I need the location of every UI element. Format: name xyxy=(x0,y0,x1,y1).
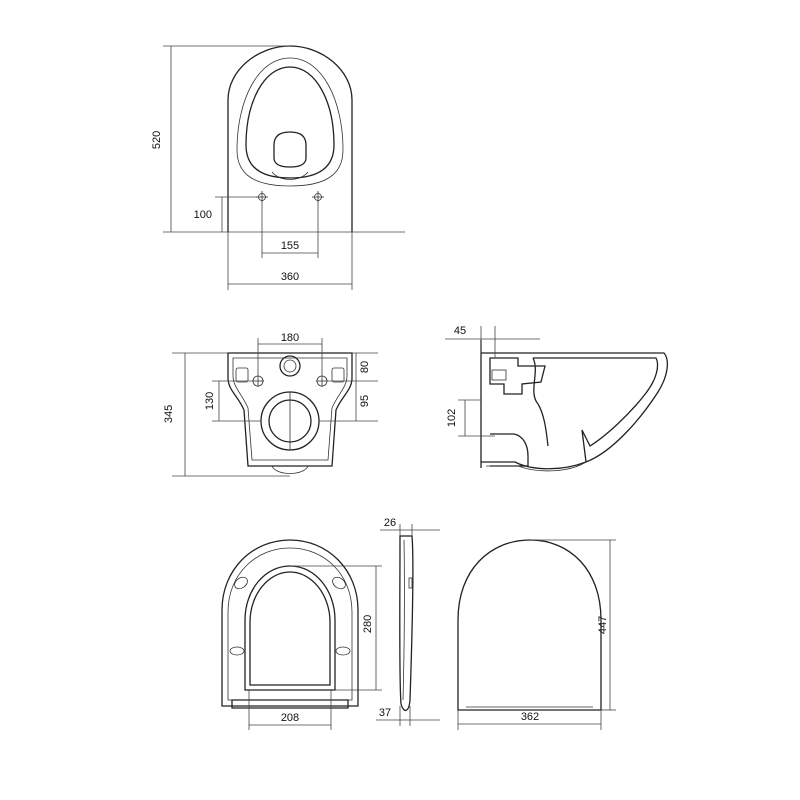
rear-foot xyxy=(271,465,309,474)
bowl-inner xyxy=(245,66,335,179)
label-top-offset: 100 xyxy=(194,209,212,221)
label-lid-length: 447 xyxy=(597,616,609,634)
side-outline xyxy=(481,352,669,470)
seat-profile-outline xyxy=(399,535,414,711)
rear-outline xyxy=(227,352,353,467)
dim-top-offset: 100 xyxy=(194,196,262,232)
label-rear-holes-height: 130 xyxy=(204,392,216,410)
label-lid-width: 362 xyxy=(521,711,539,723)
lid-outline xyxy=(457,539,602,711)
dim-seat-inner-length: 280 xyxy=(290,565,382,691)
dim-seat-hinge-width: 208 xyxy=(248,690,332,730)
inlet-outer xyxy=(279,355,301,377)
seat-hinge-bar xyxy=(231,699,349,709)
label-top-height: 520 xyxy=(151,131,163,149)
side-outlet xyxy=(490,433,529,467)
bowl-rim xyxy=(236,57,344,187)
seat-bumper-bottom-right xyxy=(335,646,351,656)
dim-seat-edge: 37 xyxy=(376,706,440,726)
seat-bumper-top-right xyxy=(332,576,346,590)
seat-rim xyxy=(227,547,353,701)
seat-opening-outer xyxy=(244,565,336,691)
rear-view: 180 345 130 80 95 xyxy=(163,332,378,477)
label-top-width: 360 xyxy=(281,271,299,283)
side-view: 45 102 xyxy=(445,325,669,472)
top-view: 520 100 155 360 xyxy=(151,45,405,290)
label-seat-hinge-width: 208 xyxy=(281,712,299,724)
label-rear-top-offset: 80 xyxy=(359,361,371,373)
label-seat-inner-length: 280 xyxy=(362,615,374,633)
dim-lid-width: 362 xyxy=(457,710,602,730)
label-side-offset: 45 xyxy=(454,325,466,337)
dim-side-offset: 45 xyxy=(445,325,540,358)
side-inlet-pipe xyxy=(491,369,507,381)
side-bowl-inner xyxy=(533,357,659,463)
seat-outline xyxy=(221,539,359,707)
bowl-front-lip xyxy=(271,171,309,180)
dim-top-height: 520 xyxy=(151,45,290,232)
seat-bumper-bottom-left xyxy=(229,646,245,656)
seat-profile-hinge xyxy=(408,577,413,589)
dim-side-outlet-height: 102 xyxy=(446,399,495,437)
label-top-hole-spacing: 155 xyxy=(281,240,299,252)
side-trap xyxy=(532,357,549,447)
dim-top-width: 360 xyxy=(227,232,353,290)
rear-hole-left xyxy=(235,367,264,387)
dim-seat-thickness: 26 xyxy=(380,517,440,536)
label-seat-edge: 37 xyxy=(379,707,391,719)
label-seat-thickness: 26 xyxy=(384,517,396,529)
seat-profile: 26 37 xyxy=(376,517,440,726)
side-base xyxy=(486,461,587,472)
label-rear-bottom-offset: 95 xyxy=(359,395,371,407)
label-side-outlet-height: 102 xyxy=(446,409,458,427)
dim-rear-holes-height: 130 xyxy=(204,380,261,422)
dim-top-hole-spacing: 155 xyxy=(261,203,319,258)
label-rear-hole-spacing: 180 xyxy=(281,332,299,344)
dim-rear-bottom-offset: 95 xyxy=(319,381,378,422)
lid-view: 447 362 xyxy=(457,539,616,730)
dim-rear-height: 345 xyxy=(163,352,290,477)
seat-view: 280 208 xyxy=(221,539,382,730)
bowl-drain xyxy=(273,131,307,168)
seat-bumper-top-left xyxy=(234,576,248,590)
dim-rear-top-offset: 80 xyxy=(328,352,378,382)
seat-profile-inner xyxy=(402,539,405,701)
dim-rear-hole-spacing: 180 xyxy=(257,332,323,375)
side-inlet xyxy=(489,357,546,395)
dim-lid-length: 447 xyxy=(530,539,616,711)
rear-hole-right xyxy=(316,367,345,387)
fixing-hole-right xyxy=(312,191,324,203)
seat-opening-inner xyxy=(249,571,331,686)
label-rear-height: 345 xyxy=(163,405,175,423)
inlet-inner xyxy=(283,359,297,373)
